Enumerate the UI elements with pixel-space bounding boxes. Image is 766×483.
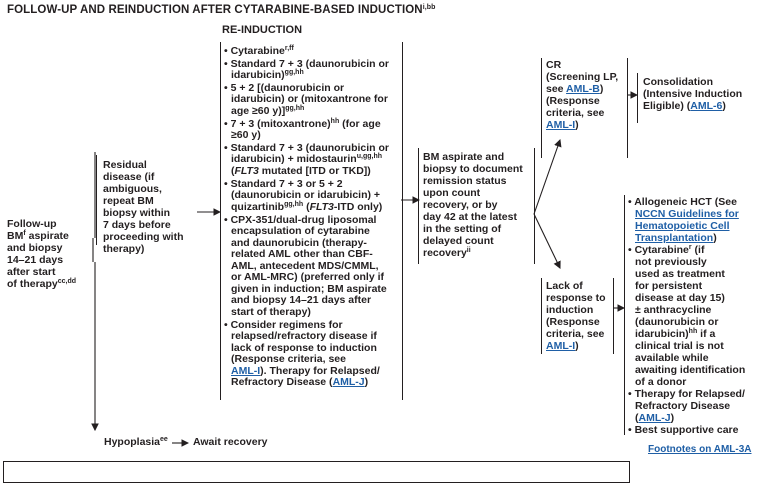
bm-bracket-left [418,148,419,264]
reinduction-header: RE-INDUCTION [222,24,303,36]
lack-bracket-left [541,278,542,354]
bm-bracket-right [534,148,535,264]
aml-i-link[interactable]: AML-I [231,365,261,377]
nccn-hct-link[interactable]: Hematopoietic Cell [635,220,730,232]
reinduction-item: • Standard 7 + 3 (daunorubicin or [224,142,389,154]
aml-6-link[interactable]: AML-6 [690,100,723,112]
residual-bracket [96,155,97,245]
reinduction-item: • 5 + 2 [(daunorubicin or [224,82,345,94]
reinduction-item: • CPX-351/dual-drug liposomal [224,214,377,226]
bottom-panel-edge [3,461,630,483]
reinduction-item: • Consider regimens for [224,319,343,331]
footnotes-link-wrap: Footnotes on AML-3A [648,444,752,456]
page-title: FOLLOW-UP AND REINDUCTION AFTER CYTARABI… [7,4,436,16]
option-item: • Best supportive care [628,424,739,436]
option-item: • Therapy for Relapsed/ [628,388,745,400]
option-item: • Cytarabiner (if [628,244,705,256]
options-bracket [624,195,625,435]
reinduction-item: • 7 + 3 (mitoxantrone)hh (for age [224,118,381,130]
cr-bracket-right [627,58,628,158]
nccn-hct-link[interactable]: Transplantation [635,232,714,244]
option-item: • Allogeneic HCT (See [628,196,737,208]
await-recovery-node: Await recovery [193,436,268,448]
hypoplasia-node: Hypoplasiaee [104,436,168,448]
aml-i-link[interactable]: AML-I [546,340,576,352]
flowchart-connectors [91,91,639,447]
reinduction-item: • Cytarabiner,ff [224,45,294,57]
aml-b-link[interactable]: AML-B [566,83,600,95]
reinduction-item: • Standard 7 + 3 or 5 + 2 [224,178,343,190]
aml-i-link[interactable]: AML-I [546,119,576,131]
reinduction-bracket-right [402,42,403,400]
reinduction-item: • Standard 7 + 3 (daunorubicin or [224,58,389,70]
lack-bracket-right [613,278,614,354]
aml-j-link[interactable]: AML-J [638,412,671,424]
reinduction-bracket-left [220,42,221,400]
footnotes-link[interactable]: Footnotes on AML-3A [648,444,752,455]
consolidation-bracket [637,73,638,123]
cr-bracket-left [541,58,542,158]
nccn-hct-link[interactable]: NCCN Guidelines for [635,208,739,220]
aml-j-link[interactable]: AML-J [332,376,365,388]
